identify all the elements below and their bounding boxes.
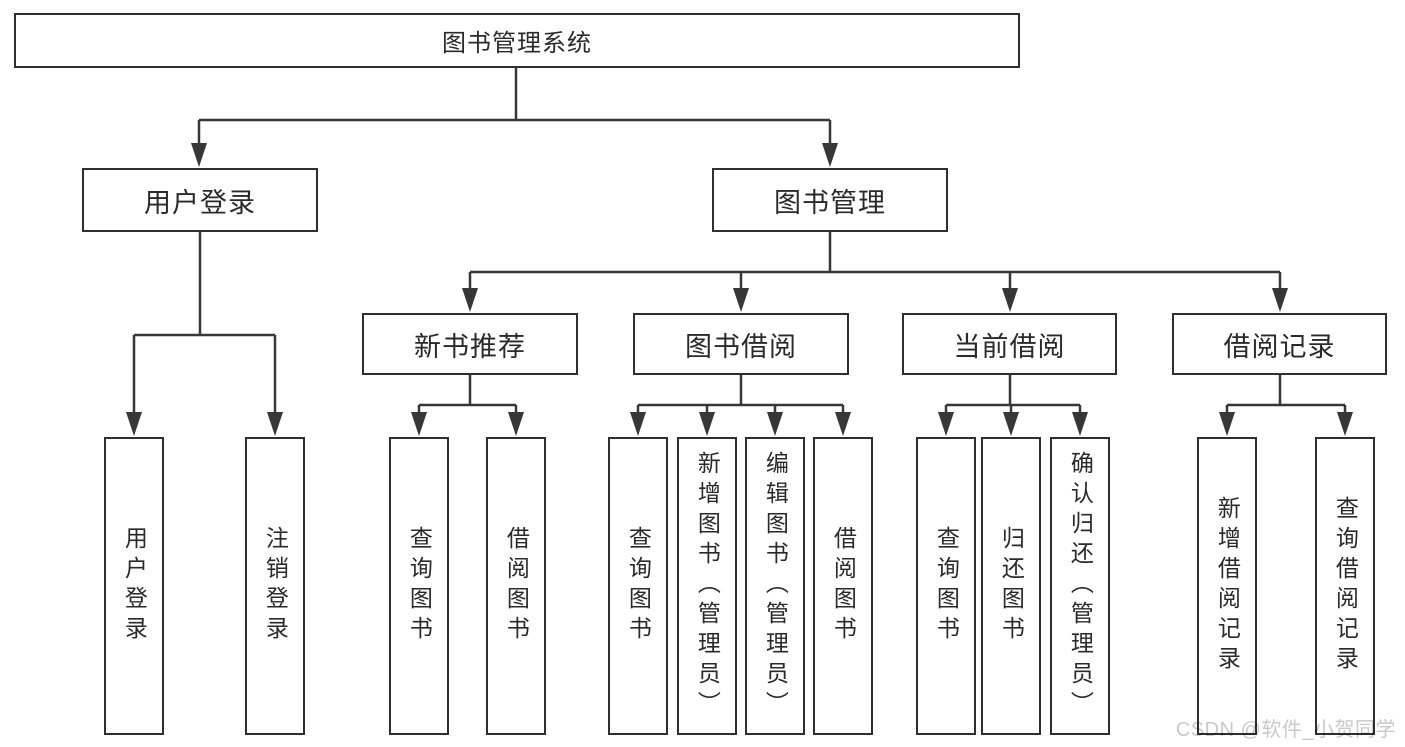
leaf-label: 查询图书 xyxy=(406,526,433,646)
leaf-query-books-borrow: 查询图书 xyxy=(608,437,668,735)
node-book-borrow: 图书借阅 xyxy=(633,313,849,375)
leaf-label: 确认归还（管理员） xyxy=(1067,451,1094,721)
leaf-query-borrow-record: 查询借阅记录 xyxy=(1315,437,1375,735)
leaf-edit-books-admin: 编辑图书（管理员） xyxy=(745,437,805,735)
node-book-management: 图书管理 xyxy=(712,168,948,232)
leaf-confirm-return-admin: 确认归还（管理员） xyxy=(1050,437,1110,735)
leaf-query-books-recommend: 查询图书 xyxy=(389,437,449,735)
leaf-label: 编辑图书（管理员） xyxy=(762,451,789,721)
leaf-user-login: 用户登录 xyxy=(104,437,164,735)
leaf-add-books-admin: 新增图书（管理员） xyxy=(677,437,737,735)
leaf-label: 用户登录 xyxy=(121,526,148,646)
node-new-book-recommend: 新书推荐 xyxy=(362,313,578,375)
node-borrow-records: 借阅记录 xyxy=(1172,313,1387,375)
node-user-login: 用户登录 xyxy=(82,168,318,232)
leaf-label: 查询借阅记录 xyxy=(1332,496,1359,676)
node-library-management-system: 图书管理系统 xyxy=(14,13,1020,68)
leaf-label: 注销登录 xyxy=(262,526,289,646)
node-current-borrow: 当前借阅 xyxy=(902,313,1117,375)
leaf-label: 借阅图书 xyxy=(830,526,857,646)
leaf-label: 归还图书 xyxy=(998,526,1025,646)
leaf-logout: 注销登录 xyxy=(245,437,305,735)
leaf-label: 新增图书（管理员） xyxy=(694,451,721,721)
leaf-label: 查询图书 xyxy=(625,526,652,646)
leaf-query-books-current: 查询图书 xyxy=(916,437,976,735)
leaf-add-borrow-record: 新增借阅记录 xyxy=(1197,437,1257,735)
leaf-label: 借阅图书 xyxy=(503,526,530,646)
leaf-return-books: 归还图书 xyxy=(981,437,1041,735)
leaf-borrow-books-recommend: 借阅图书 xyxy=(486,437,546,735)
leaf-label: 新增借阅记录 xyxy=(1214,496,1241,676)
leaf-label: 查询图书 xyxy=(933,526,960,646)
leaf-borrow-books: 借阅图书 xyxy=(813,437,873,735)
watermark: CSDN @软件_小贺同学 xyxy=(1175,719,1396,741)
